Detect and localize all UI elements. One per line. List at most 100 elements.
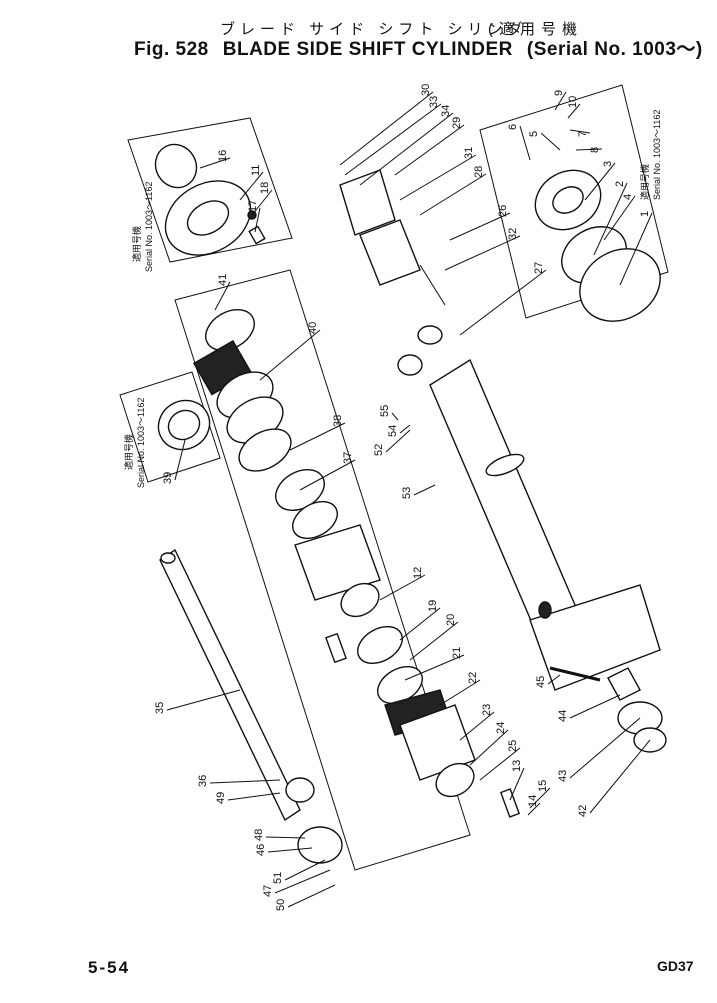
- inset-mid-left-jp: 適用号機: [123, 434, 134, 470]
- leader-line-25: [479, 747, 521, 781]
- leader-line-19: [399, 607, 441, 641]
- part-label-31: 31: [463, 147, 475, 159]
- part-label-8: 8: [589, 147, 601, 153]
- leader-line-27: [459, 269, 547, 336]
- part-label-37: 37: [342, 452, 354, 464]
- packing-stack: [192, 309, 521, 818]
- leader-line-32: [444, 235, 521, 271]
- leader-line-14: [527, 802, 541, 816]
- inset-mid-left-serial: Serial No. 1003～1162: [136, 398, 146, 488]
- leader-line-7: [569, 129, 591, 134]
- part-label-55: 55: [379, 405, 391, 417]
- leader-line-39: [174, 439, 186, 481]
- leader-line-28: [419, 173, 487, 216]
- part-label-29: 29: [451, 117, 463, 129]
- part-label-43: 43: [557, 770, 569, 782]
- part-label-24: 24: [495, 722, 507, 734]
- part-label-19: 19: [427, 600, 439, 612]
- leader-line-40: [259, 329, 321, 381]
- part-number-labels: 1234567891011121314151617181920212223242…: [154, 84, 653, 911]
- leader-line-4: [603, 195, 636, 241]
- inset-top-right: 適用号機 Serial No. 1003～1162: [479, 84, 669, 322]
- leader-line-18: [251, 189, 273, 216]
- part-label-34: 34: [440, 105, 452, 117]
- leader-line-35: [166, 689, 241, 711]
- leader-line-45: [547, 674, 561, 685]
- leader-line-34: [359, 112, 454, 186]
- part-label-12: 12: [412, 567, 424, 579]
- leader-line-47: [274, 869, 331, 894]
- part-label-1: 1: [639, 211, 651, 217]
- leader-line-33: [344, 103, 442, 176]
- part-label-4: 4: [622, 194, 634, 200]
- part-label-25: 25: [507, 740, 519, 752]
- serial-japanese: (適用号機: [488, 21, 583, 38]
- leader-line-22: [439, 679, 481, 706]
- inset-top-right-serial: Serial No. 1003～1162: [652, 110, 662, 200]
- part-label-26: 26: [497, 205, 509, 217]
- leader-line-5: [540, 132, 561, 151]
- part-label-47: 47: [262, 885, 274, 897]
- leader-line-41: [214, 281, 231, 311]
- inset-top-left: 適用号機 Serial No. 1003～1162: [127, 117, 293, 272]
- figure-title-english: BLADE SIDE SHIFT CYLINDER: [222, 39, 513, 60]
- leader-line-42: [589, 739, 651, 814]
- leader-line-53: [413, 484, 436, 496]
- leader-line-54: [399, 424, 411, 434]
- leader-line-20: [409, 621, 459, 661]
- leader-line-49: [227, 792, 281, 801]
- part-label-46: 46: [255, 844, 267, 856]
- part-label-22: 22: [467, 672, 479, 684]
- leader-line-1: [619, 212, 653, 286]
- leader-line-16: [199, 157, 231, 169]
- part-label-28: 28: [473, 166, 485, 178]
- leader-line-6: [519, 125, 531, 161]
- part-label-40: 40: [307, 322, 319, 334]
- leader-line-9: [554, 91, 567, 111]
- part-label-39: 39: [162, 472, 174, 484]
- trunnion-pin-assembly: [549, 666, 667, 753]
- part-label-10: 10: [567, 96, 579, 108]
- leader-line-3: [584, 162, 616, 201]
- leader-line-44: [569, 694, 621, 719]
- leader-line-43: [569, 717, 641, 779]
- inset-top-right-jp: 適用号機: [639, 164, 650, 200]
- leader-line-52: [385, 429, 411, 453]
- leader-line-2: [593, 182, 628, 256]
- part-label-18: 18: [259, 182, 271, 194]
- part-label-41: 41: [217, 274, 229, 286]
- part-label-21: 21: [451, 647, 463, 659]
- leader-line-17: [254, 207, 261, 233]
- leader-line-10: [567, 103, 581, 119]
- part-label-5: 5: [528, 131, 540, 137]
- leader-line-24: [469, 729, 509, 766]
- leader-line-26: [449, 212, 511, 241]
- part-label-9: 9: [553, 90, 565, 96]
- part-label-16: 16: [217, 150, 229, 162]
- leader-line-31: [399, 154, 477, 201]
- leader-line-55: [391, 412, 399, 421]
- part-label-54: 54: [387, 425, 399, 437]
- part-label-27: 27: [533, 262, 545, 274]
- leader-line-23: [459, 711, 495, 741]
- part-label-35: 35: [154, 702, 166, 714]
- part-label-33: 33: [428, 96, 440, 108]
- serial-range: (Serial No. 1003～): [526, 39, 703, 60]
- part-label-14: 14: [527, 795, 539, 807]
- part-label-32: 32: [507, 228, 519, 240]
- main-assembly-outline: [174, 269, 471, 871]
- part-label-3: 3: [602, 161, 614, 167]
- part-label-49: 49: [215, 792, 227, 804]
- page-number: 5-54: [88, 958, 131, 977]
- part-label-30: 30: [420, 84, 432, 96]
- leader-line-37: [299, 459, 356, 491]
- leader-line-36: [209, 779, 281, 784]
- leader-line-48: [265, 836, 306, 839]
- leader-line-50: [287, 884, 336, 908]
- part-label-42: 42: [577, 805, 589, 817]
- leader-line-15: [529, 787, 551, 809]
- part-label-20: 20: [445, 614, 457, 626]
- part-label-17: 17: [247, 200, 259, 212]
